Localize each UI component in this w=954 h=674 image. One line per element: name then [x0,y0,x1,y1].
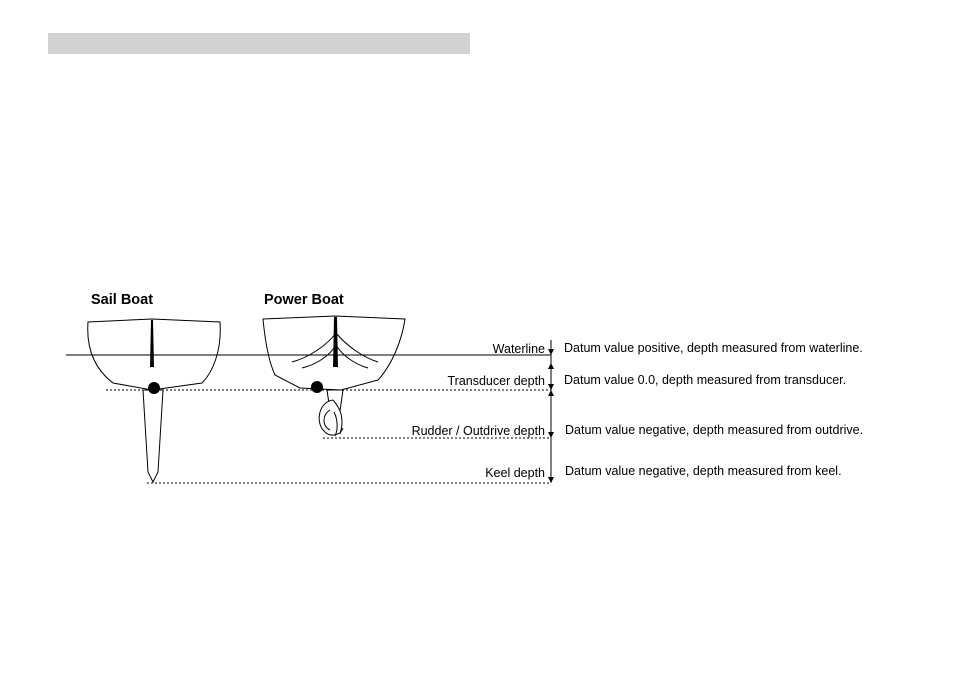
power-transducer-dot [311,381,323,393]
transducer-depth-label: Transducer depth [447,374,545,388]
transducer-description: Datum value 0.0, depth measured from tra… [564,373,846,387]
keel-depth-label: Keel depth [485,466,545,480]
outdrive-depth-label: Rudder / Outdrive depth [412,424,545,438]
outdrive-propeller [319,390,343,436]
waterline-description: Datum value positive, depth measured fro… [564,341,863,355]
sail-transducer-dot [148,382,160,394]
waterline-label: Waterline [493,342,545,356]
power-boat-title: Power Boat [264,292,344,308]
dimension-arrows [548,340,554,483]
sail-boat-keel [143,390,163,482]
sail-boat-title: Sail Boat [91,292,153,308]
power-boat-hull [263,316,405,390]
keel-description: Datum value negative, depth measured fro… [565,464,842,478]
outdrive-description: Datum value negative, depth measured fro… [565,423,863,437]
